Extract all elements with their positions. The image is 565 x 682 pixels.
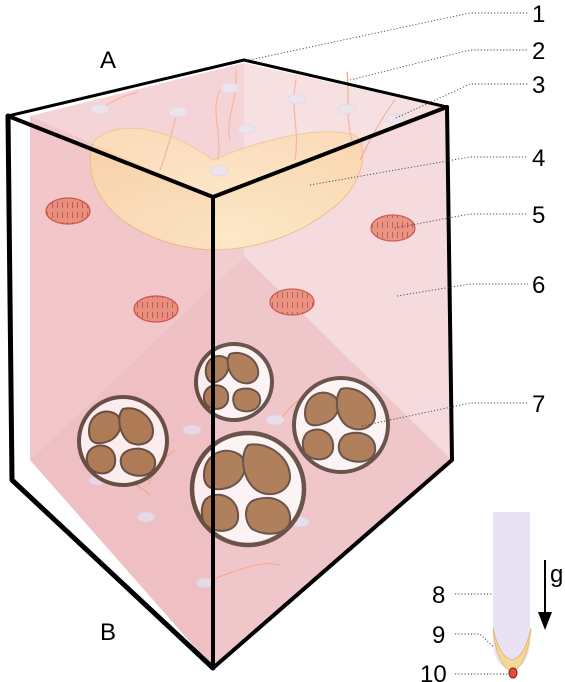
callout-9: 9 [432,622,445,649]
amyloplast [292,376,390,474]
mitochondrion [133,295,179,323]
gravity-label: g [550,561,563,588]
cell-front-walls [30,108,452,668]
callout-6: 6 [532,272,545,299]
label-a: A [100,47,116,74]
callout-2: 2 [532,38,545,65]
root-cap [492,627,532,673]
mitochondrion [370,214,416,242]
callout-1: 1 [532,1,545,28]
mitochondrion [45,197,91,225]
callout-10: 10 [420,661,447,682]
callout-5: 5 [532,202,545,229]
vacuole [89,127,364,251]
cell-top-face [30,63,445,197]
callout-7: 7 [532,391,545,418]
mitochondrion [269,288,315,316]
mitochondria [45,197,416,323]
statolith-marker [508,667,518,679]
callout-4: 4 [532,145,545,172]
vesicles [88,82,405,589]
callout-3: 3 [532,72,545,99]
amyloplast [189,430,307,548]
amyloplast [77,395,169,487]
label-b: B [100,619,116,646]
callout-numbers: 1 2 3 4 5 6 7 8 9 10 [420,1,545,682]
root-tip [492,512,532,679]
gravity-arrow [538,560,552,630]
cell-outline [5,58,454,671]
callout-8: 8 [432,582,445,609]
